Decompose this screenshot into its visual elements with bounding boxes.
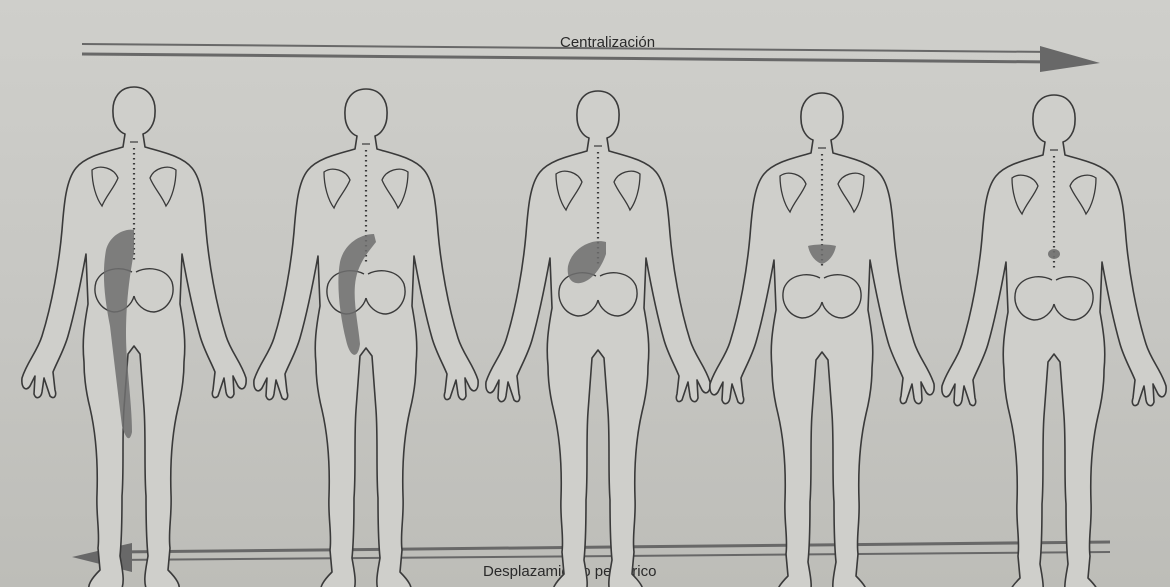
centralization-arrow bbox=[82, 44, 1100, 72]
body-figure-5 bbox=[942, 95, 1166, 587]
body-figure-3 bbox=[486, 91, 710, 587]
body-figure-2 bbox=[254, 89, 478, 587]
peripheralization-arrow bbox=[72, 542, 1110, 572]
body-figure-4 bbox=[710, 93, 934, 587]
body-figure-1 bbox=[22, 87, 246, 587]
pain-region-central-spot bbox=[1048, 249, 1060, 259]
